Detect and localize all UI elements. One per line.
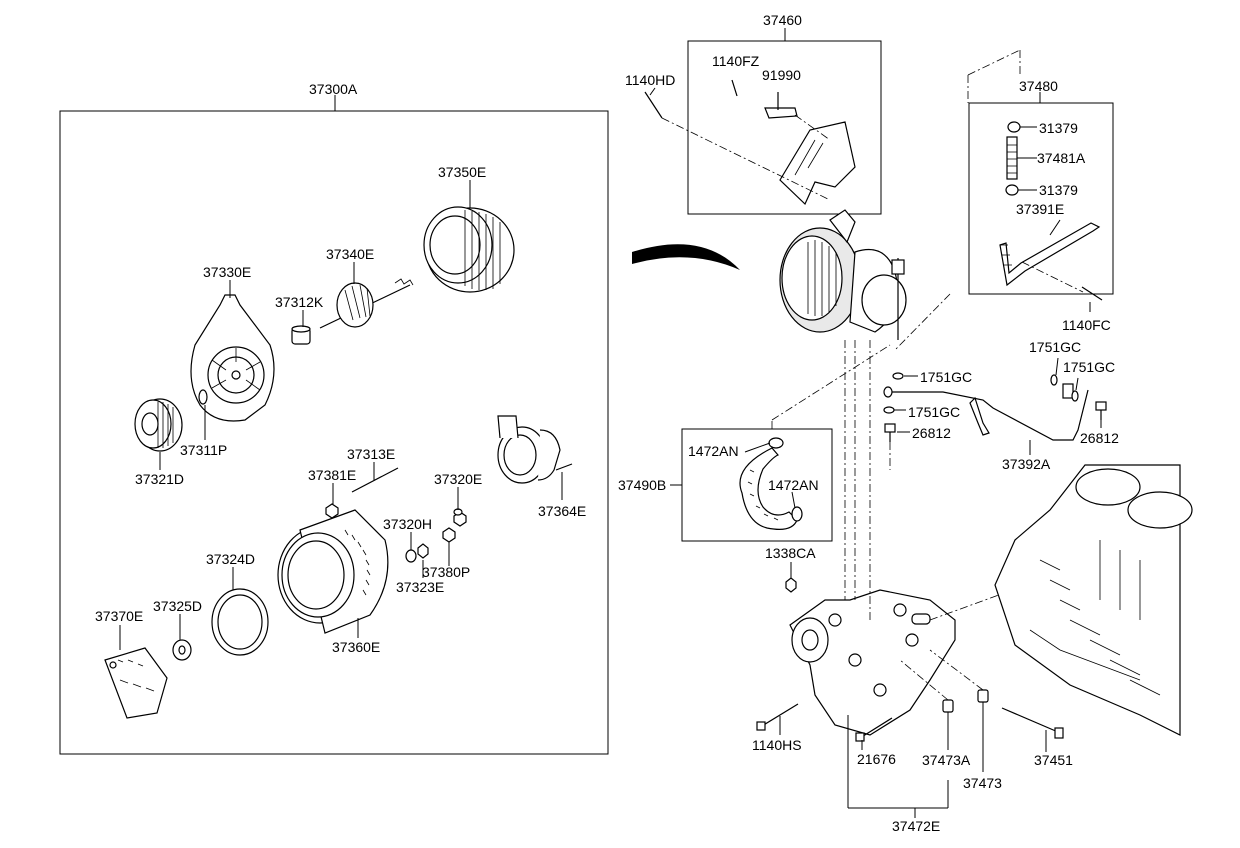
rear-bracket-part	[277, 509, 389, 634]
label-37364E: 37364E	[538, 503, 586, 519]
label-1472AN-b: 1472AN	[768, 477, 819, 493]
clamp-31379-top	[1007, 121, 1021, 133]
label-37313E: 37313E	[347, 446, 395, 462]
label-37360E: 37360E	[332, 639, 380, 655]
alternator-assembly-frame	[59, 110, 609, 755]
label-1338CA: 1338CA	[765, 545, 816, 561]
label-37460: 37460	[763, 12, 802, 28]
washer-part	[198, 389, 208, 405]
bolt-1140FC	[1081, 286, 1103, 301]
hose-kit-frame	[968, 102, 1114, 295]
stator-part	[423, 206, 515, 293]
label-37381E: 37381E	[308, 467, 356, 483]
label-37320H: 37320H	[383, 516, 432, 532]
label-1140HD: 1140HD	[625, 72, 675, 88]
label-1140FZ: 1140FZ	[712, 53, 760, 69]
hose-37490B	[739, 437, 803, 530]
rotor-part	[319, 278, 414, 329]
gasket-ring-part	[211, 588, 269, 656]
pipe-37391E	[999, 222, 1101, 287]
bushing-37473A	[942, 699, 954, 713]
hose-37481A	[1006, 136, 1018, 180]
front-bracket-part	[190, 294, 275, 422]
label-26812-b: 26812	[1080, 430, 1119, 446]
label-37392A: 37392A	[1002, 456, 1051, 472]
stud-21676	[855, 717, 893, 742]
label-37320E: 37320E	[434, 471, 482, 487]
washer-1751GC-c	[1071, 390, 1079, 402]
label-37481A: 37481A	[1037, 150, 1086, 166]
label-37330E: 37330E	[203, 264, 251, 280]
label-37311P: 37311P	[180, 442, 227, 458]
label-37340E: 37340E	[326, 246, 374, 262]
clip-91990	[764, 92, 798, 119]
label-37312K: 37312K	[275, 294, 324, 310]
engine-block	[994, 464, 1193, 736]
bolt-1140FZ	[731, 79, 738, 97]
bushing-37473	[977, 689, 989, 703]
label-1751GC-d: 1751GC	[908, 404, 960, 420]
label-37370E: 37370E	[95, 608, 143, 624]
insulator-washer-part	[172, 639, 192, 661]
label-37472E: 37472E	[892, 818, 940, 834]
alternator-assembly-group	[59, 95, 609, 755]
label-37350E: 37350E	[438, 164, 486, 180]
label-26812-a: 26812	[912, 425, 951, 441]
label-37473A: 37473A	[922, 752, 971, 768]
label-37324D: 37324D	[206, 551, 255, 567]
oil-line-37392A	[883, 383, 1089, 441]
label-37321D: 37321D	[135, 471, 184, 487]
label-1140FC: 1140FC	[1062, 317, 1111, 333]
label-31379-top: 31379	[1039, 120, 1078, 136]
bolt-26812-a	[884, 423, 896, 442]
bolt-26812-b	[1095, 401, 1107, 420]
bolt-1140HD	[644, 91, 663, 119]
mounting-group	[644, 28, 1193, 818]
label-37480: 37480	[1019, 78, 1058, 94]
nut-part-37381E	[325, 503, 339, 519]
bracket-part	[779, 121, 856, 206]
direction-arrow-icon	[632, 244, 740, 270]
regulator-part	[104, 647, 168, 719]
washer-1751GC-b	[1050, 374, 1058, 386]
screw-part	[555, 463, 573, 471]
label-37473: 37473	[963, 775, 1002, 791]
terminal-nut-part	[453, 508, 467, 527]
part-labels: 37300A 37350E 37340E 37330E 37312K 37311…	[95, 12, 1119, 834]
washer-1751GC-d	[883, 406, 895, 414]
nut-1338CA	[785, 577, 797, 593]
label-37391E: 37391E	[1016, 201, 1064, 217]
bearing-part	[291, 325, 311, 345]
label-21676: 21676	[857, 751, 896, 767]
label-1751GC-a: 1751GC	[1029, 339, 1081, 355]
label-37490B: 37490B	[618, 477, 666, 493]
bolt-37451	[1001, 707, 1064, 739]
label-1472AN-a: 1472AN	[688, 443, 739, 459]
label-37300A: 37300A	[309, 81, 358, 97]
pulley-part	[134, 398, 183, 452]
label-1140HS: 1140HS	[752, 737, 802, 753]
label-37323E: 37323E	[396, 579, 444, 595]
through-bolt-part	[351, 467, 399, 493]
label-1751GC-b: 1751GC	[920, 369, 972, 385]
label-37325D: 37325D	[153, 598, 202, 614]
mounted-alternator-part	[779, 209, 907, 340]
mounting-bracket-37472E	[789, 589, 956, 736]
clamp-31379-bottom	[1005, 184, 1019, 196]
small-nuts-group	[405, 527, 456, 563]
label-1751GC-c: 1751GC	[1063, 359, 1115, 375]
label-37380P: 37380P	[422, 564, 470, 580]
label-91990: 91990	[762, 67, 801, 83]
label-37451: 37451	[1034, 752, 1073, 768]
washer-1751GC-a	[892, 372, 904, 380]
label-31379-bottom: 31379	[1039, 182, 1078, 198]
vacuum-pump-part	[497, 415, 561, 484]
bolt-1140HS	[756, 703, 799, 731]
